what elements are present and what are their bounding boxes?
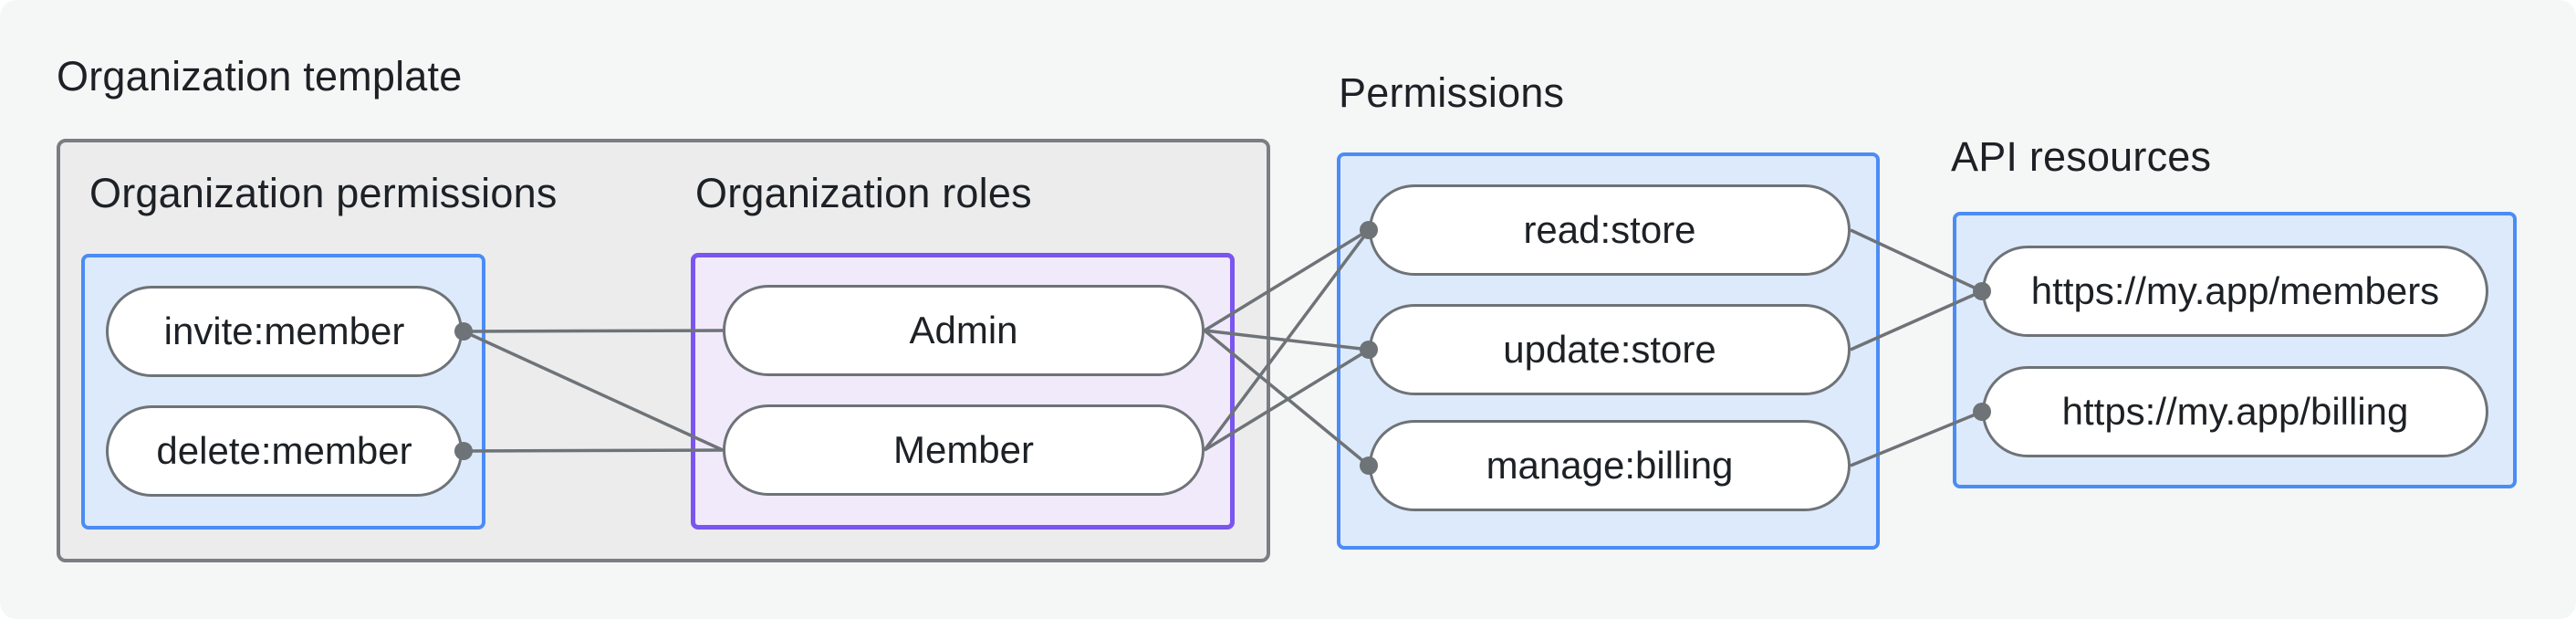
node-member-role: Member [723,404,1205,496]
node-members-api-url: https://my.app/members [1982,246,2488,337]
permissions-label: Permissions [1339,69,1565,116]
node-manage-billing: manage:billing [1369,420,1851,511]
node-delete-member: delete:member [106,405,463,497]
organization-permissions-label: Organization permissions [89,170,558,216]
node-billing-api-url: https://my.app/billing [1982,366,2488,457]
node-invite-member: invite:member [106,286,463,377]
organization-template-label: Organization template [57,53,463,100]
organization-roles-label: Organization roles [695,170,1032,216]
node-read-store: read:store [1369,184,1851,276]
node-admin-role: Admin [723,285,1205,376]
api-resources-label: API resources [1951,133,2212,180]
node-update-store: update:store [1369,304,1851,395]
